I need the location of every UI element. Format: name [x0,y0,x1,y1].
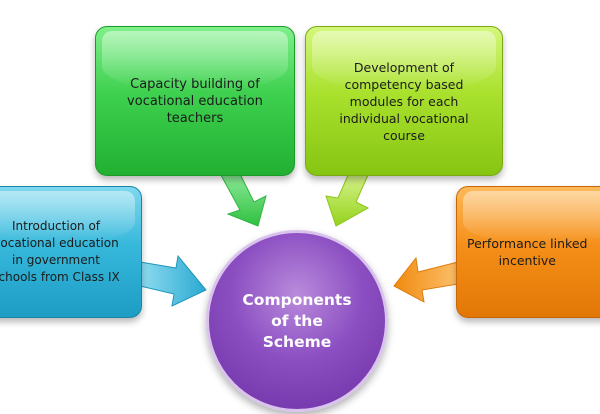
node-capacity-building: Capacity building of vocational educatio… [95,26,295,176]
node-performance-incentive-label: Performance linked incentive [467,236,588,268]
arrow-intro-to-center [139,254,207,307]
node-introduction-vocational-label: Introduction of vocational education in … [0,219,120,284]
node-capacity-building-label: Capacity building of vocational educatio… [127,76,263,126]
node-performance-incentive: Performance linked incentive [456,186,600,318]
arrow-performance-to-center [393,256,459,303]
node-competency-modules-label: Development of competency based modules … [339,59,469,143]
node-competency-modules: Development of competency based modules … [305,26,503,176]
center-node-label: Components of the Scheme [242,290,352,351]
node-introduction-vocational: Introduction of vocational education in … [0,186,142,318]
center-node-components: Components of the Scheme [206,230,388,412]
